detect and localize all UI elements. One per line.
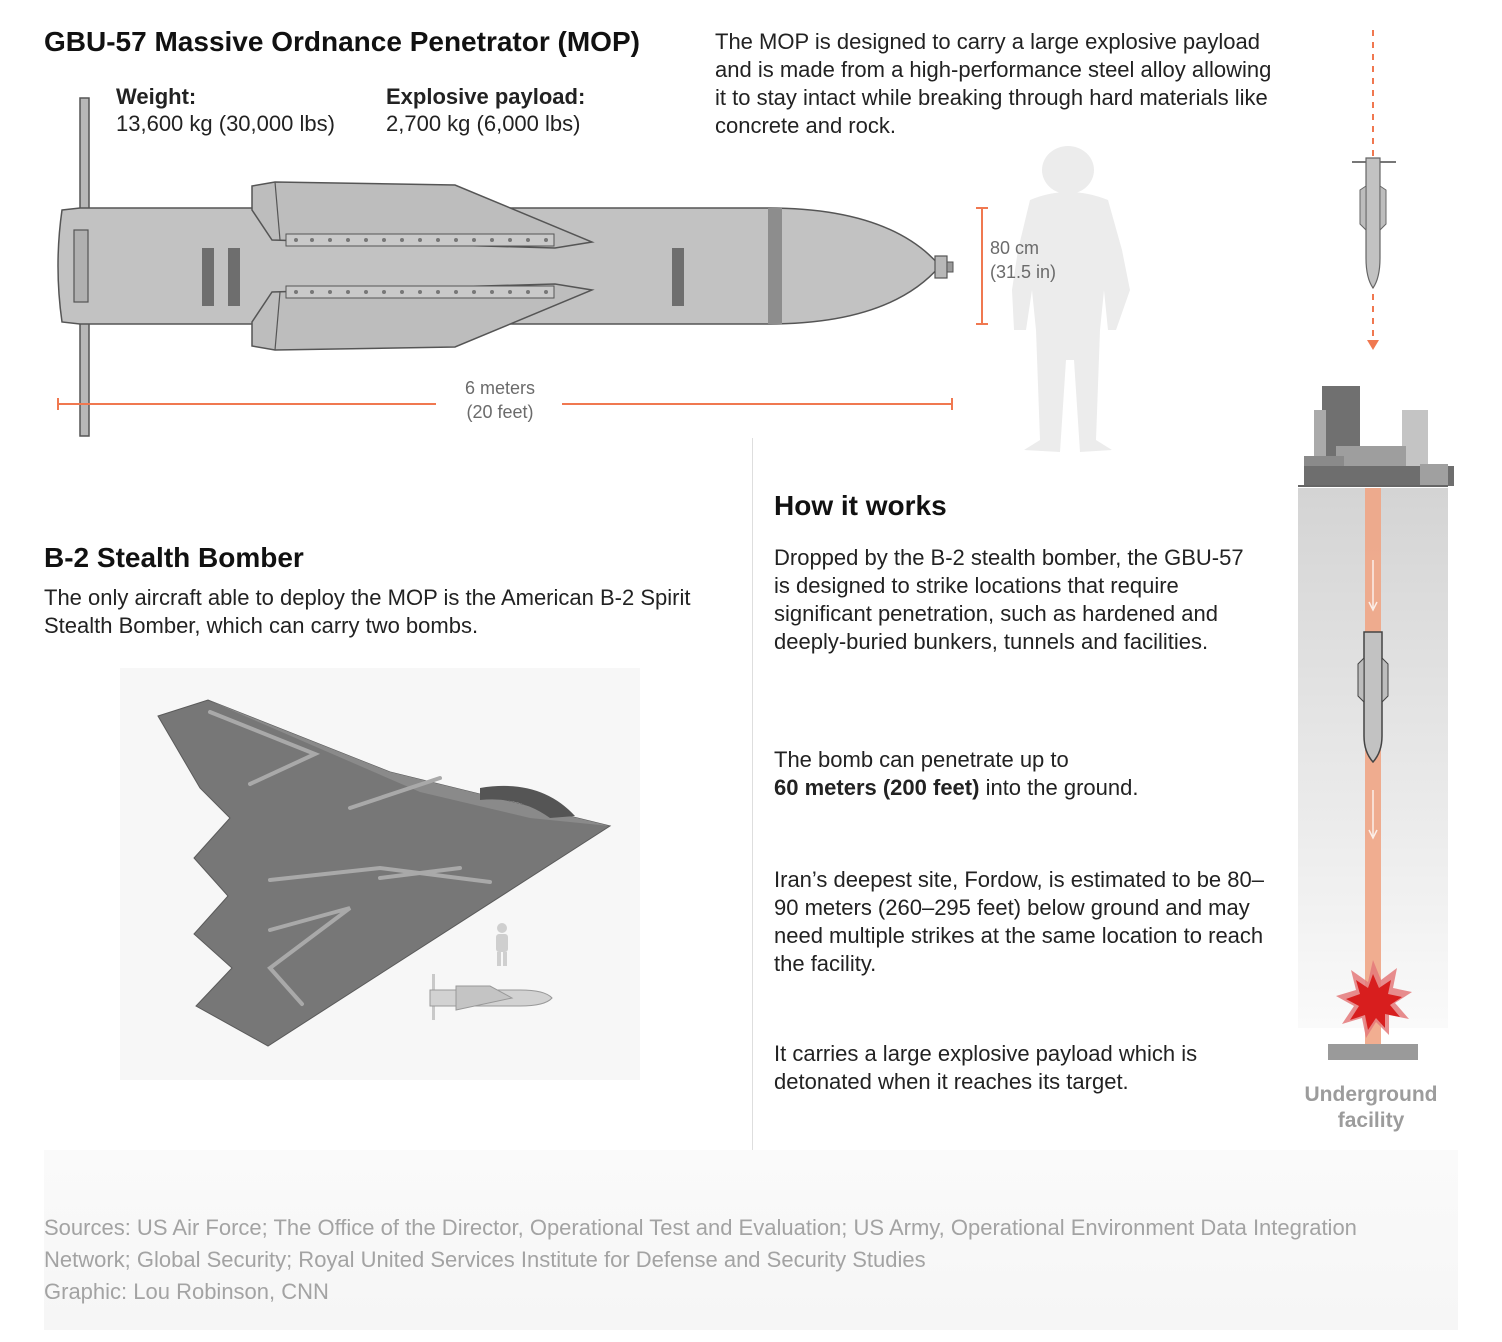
diameter-imperial: (31.5 in) [990,262,1057,282]
how-paragraph-4: It carries a large explosive payload whi… [774,1041,1198,1094]
weight-label: Weight: [116,84,197,109]
soldier-icon [496,923,508,966]
falling-bomb-icon [1352,157,1396,290]
payload-value: 2,700 kg (6,000 lbs) [386,111,581,136]
how-paragraph-1: Dropped by the B-2 stealth bomber, the G… [774,545,1244,654]
bomb-icon [429,974,553,1020]
weight-value: 13,600 kg (30,000 lbs) [116,111,335,136]
how-p2-bold: 60 meters (200 feet) [774,775,980,800]
diameter-bracket [976,207,988,325]
nose-tip [934,255,948,279]
explosion-icon [1336,960,1412,1038]
length-metric: 6 meters [464,378,536,398]
soldier-silhouette-icon [1012,146,1130,452]
length-dimension [57,398,953,410]
building-icon [1304,386,1454,486]
how-p2-suffix: into the ground. [979,775,1139,800]
upper-strake [251,181,595,249]
diameter-metric: 80 cm [990,238,1040,258]
b2-title: B-2 Stealth Bomber [44,542,304,573]
mop-bomb-drawing [57,97,954,437]
how-p2-prefix: The bomb can penetrate up to [774,747,1069,772]
facility-label-line2: facility [1337,1109,1405,1132]
sources-text: Sources: US Air Force; The Office of the… [44,1215,1357,1272]
credit-text: Graphic: Lou Robinson, CNN [44,1279,329,1304]
b2-description: The only aircraft able to deploy the MOP… [44,585,691,638]
footer-background [44,1150,1458,1330]
length-imperial: (20 feet) [466,402,534,422]
how-title: How it works [774,490,947,521]
how-paragraph-3: Iran’s deepest site, Fordow, is estimate… [774,867,1264,976]
lower-strake [251,283,595,351]
penetration-trail [1365,488,1381,1058]
facility-slab [1328,1044,1418,1060]
mop-title: GBU-57 Massive Ordnance Penetrator (MOP) [44,26,640,57]
drop-diagram [1298,30,1454,1060]
facility-label: Underground facility [1286,1082,1456,1134]
facility-label-line1: Underground [1304,1083,1438,1106]
how-paragraph-2: The bomb can penetrate up to 60 meters (… [774,746,1264,802]
b2-bomber-icon [157,699,612,1047]
payload-label: Explosive payload: [386,84,586,109]
mop-description: The MOP is designed to carry a large exp… [715,29,1272,138]
penetrating-bomb-icon [1357,631,1389,764]
section-divider [752,438,753,1150]
